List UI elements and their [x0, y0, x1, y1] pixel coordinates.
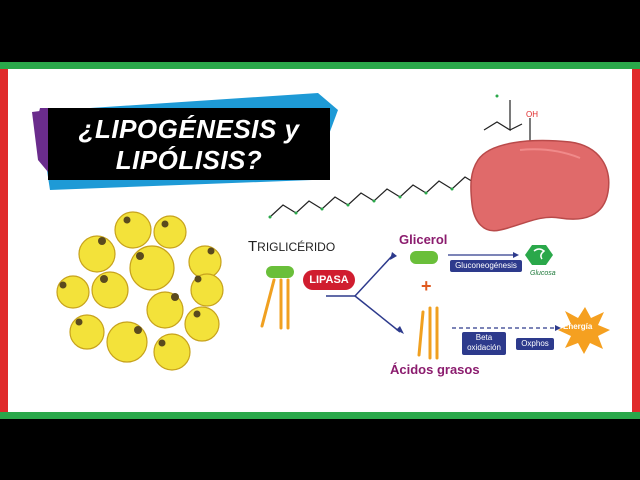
- carboxyl-oh-label: OH: [526, 110, 538, 119]
- triglicerido-label: TRIGLICÉRIDO: [248, 238, 335, 255]
- acidos-grasos-label: Ácidos grasos: [390, 362, 480, 377]
- triglicerido-rest: RIGLICÉRIDO: [257, 240, 336, 254]
- liver-illustration: [470, 139, 610, 232]
- triglyceride-molecule: [260, 266, 294, 330]
- gluconeogenesis-pill: Gluconeogénesis: [450, 260, 522, 272]
- fat-cell-cluster: [56, 211, 224, 371]
- plus-sign: +: [421, 276, 432, 296]
- glycerol-molecule: [410, 251, 438, 264]
- energia-label: Energía: [563, 322, 593, 331]
- glucosa-label: Glucosa: [530, 270, 556, 277]
- energy-star: [558, 307, 610, 354]
- oxphos-pill: Oxphos: [516, 338, 554, 350]
- split-arrows: [326, 255, 401, 333]
- triglicerido-cap: T: [248, 238, 258, 255]
- glicerol-label: Glicerol: [399, 232, 448, 247]
- title-line-2: LIPÓLISIS?: [115, 145, 263, 175]
- glucose-hexagon: [525, 245, 553, 265]
- frame-green-bottom: [0, 412, 640, 419]
- fatty-acids: [417, 306, 439, 360]
- frame-green-top: [0, 62, 640, 69]
- title-line-1: ¿LIPOGÉNESIS y: [78, 114, 300, 144]
- beta-line-2: oxidación: [467, 343, 501, 352]
- lipasa-badge: LIPASA: [303, 270, 355, 290]
- title-box: ¿LIPOGÉNESIS y LIPÓLISIS?: [48, 108, 330, 180]
- beta-line-1: Beta: [475, 333, 493, 342]
